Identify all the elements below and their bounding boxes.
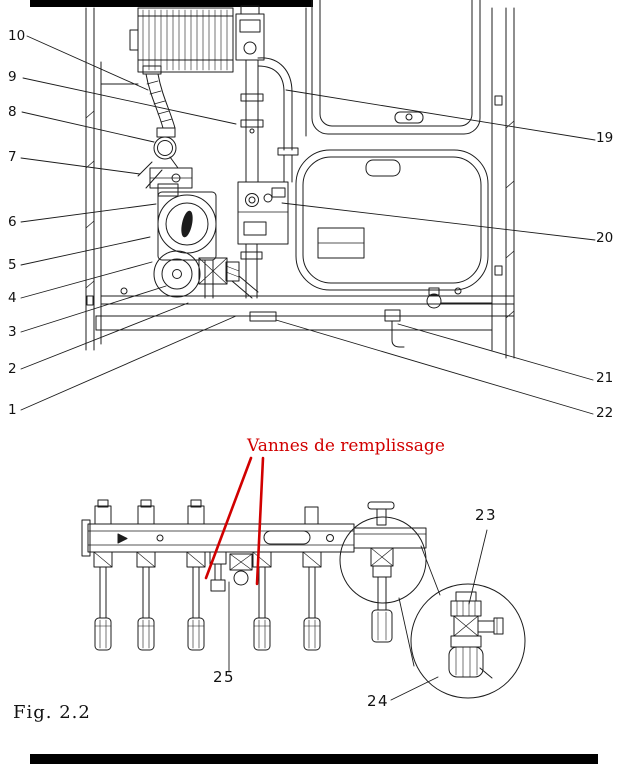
bottom-black-bar	[30, 754, 598, 764]
upper-leader-lines	[20, 35, 596, 415]
heat-exchanger	[129, 7, 234, 73]
fan-motor	[235, 5, 265, 61]
callout-5: 5	[8, 257, 17, 273]
red-annotation: Vannes de remplissage	[247, 436, 445, 456]
valve-caps	[94, 499, 395, 526]
callout-6: 6	[8, 214, 17, 230]
flow-pipe-elbow	[257, 57, 299, 183]
callout-24: 24	[367, 692, 390, 710]
upper-diagram	[20, 0, 596, 415]
callout-2: 2	[8, 361, 17, 377]
callout-8: 8	[8, 104, 17, 120]
pressure-gauge	[153, 136, 179, 169]
circulation-pump	[157, 183, 217, 261]
callout-3: 3	[8, 324, 17, 340]
callout-4: 4	[8, 290, 17, 306]
figure-caption: Fig. 2.2	[13, 702, 91, 723]
lower-diagram	[81, 456, 526, 701]
hydraulic-junction	[137, 161, 193, 189]
gas-pipe	[240, 59, 264, 183]
callout-20: 20	[596, 230, 614, 246]
lower-leader-lines	[228, 529, 488, 701]
magnifier-detail	[339, 516, 526, 699]
combustion-casing	[305, 0, 481, 137]
manifold-valves	[93, 551, 322, 651]
expansion-vessel	[295, 149, 489, 291]
filling-valves	[209, 551, 253, 592]
callout-1: 1	[8, 402, 17, 418]
flexible-hose	[142, 65, 176, 138]
safety-valve	[370, 547, 394, 643]
manifold-bar	[81, 519, 427, 557]
callout-23: 23	[475, 506, 498, 524]
base-frame	[95, 287, 515, 348]
callout-9: 9	[8, 69, 17, 85]
callout-22: 22	[596, 405, 614, 421]
callout-25: 25	[213, 668, 236, 686]
gas-valve	[204, 181, 289, 299]
top-black-bar	[30, 0, 313, 7]
callout-21: 21	[596, 370, 614, 386]
callout-19: 19	[596, 130, 614, 146]
drain-hook	[391, 320, 405, 348]
red-annotation-lines	[204, 456, 265, 586]
condensate-trap	[153, 250, 259, 299]
callout-10: 10	[8, 28, 26, 44]
callout-7: 7	[8, 149, 17, 165]
